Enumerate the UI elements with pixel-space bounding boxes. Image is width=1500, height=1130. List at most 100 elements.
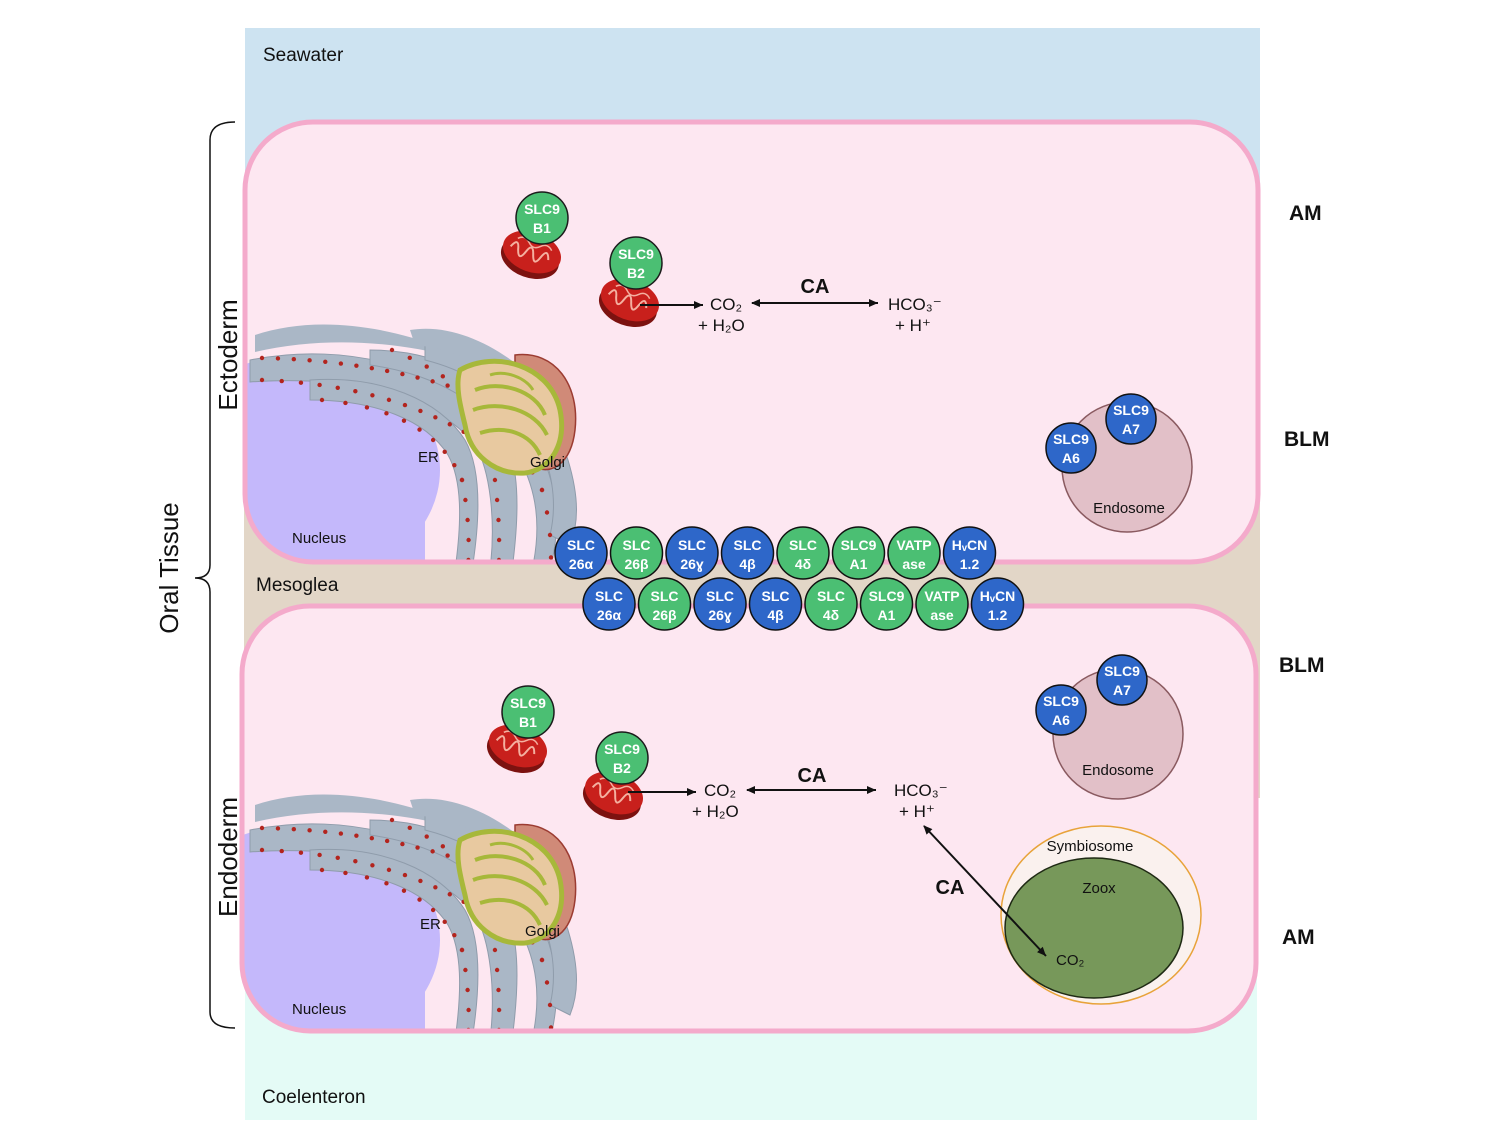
ribosome-dot <box>354 833 359 838</box>
ribosome-dot <box>401 888 407 893</box>
ecto-slc9a7: SLC9 A7 <box>1105 393 1157 445</box>
zoox-co2: CO₂ <box>1056 952 1085 969</box>
ribosome-dot <box>492 477 498 483</box>
svg-text:A7: A7 <box>1113 682 1131 698</box>
endo-transporter-4-line2: 4β <box>767 607 784 623</box>
endo-transporter-8-line2: 1.2 <box>988 607 1008 623</box>
ribosome-dot <box>279 848 284 854</box>
ribosome-dot <box>547 532 553 538</box>
ribosome-dot <box>539 487 545 493</box>
zoox-ca-arrow <box>923 825 1047 957</box>
endo-slc9b1: SLC9 B1 <box>501 685 555 739</box>
endoderm-label: Endoderm <box>213 797 243 917</box>
endo-transporter-6-line2: A1 <box>878 607 896 623</box>
zoox-cell <box>1004 857 1184 999</box>
ribosome-dot <box>353 859 358 864</box>
svg-text:A6: A6 <box>1052 712 1070 728</box>
ribosome-dot <box>440 374 446 379</box>
ribosome-dot <box>424 364 429 369</box>
ribosome-dot <box>386 867 392 873</box>
ecto-co2: CO₂ <box>710 295 742 314</box>
endo-nucleus-label: Nucleus <box>292 1001 346 1018</box>
zoox-label: Zoox <box>1082 880 1116 897</box>
ecto-transporter-4-line2: 4β <box>739 556 756 572</box>
ribosome-dot <box>452 932 457 938</box>
coelenteron-label: Coelenteron <box>262 1087 366 1108</box>
ribosome-dot <box>298 380 304 385</box>
ribosome-dot <box>440 844 446 849</box>
ribosome-dot <box>539 957 545 963</box>
endo-blm-label: BLM <box>1279 654 1325 677</box>
endo-transporter-2-line2: 26β <box>652 607 677 623</box>
ribosome-dot <box>407 355 412 360</box>
ribosome-dot <box>417 897 422 902</box>
ribosome-dot <box>407 825 412 830</box>
svg-text:SLC9: SLC9 <box>604 741 640 757</box>
endo-ca-label: CA <box>798 765 827 787</box>
ribosome-dot <box>544 980 550 985</box>
endo-transporter-7-line1: VATP <box>924 588 959 604</box>
ecto-transporter-1-line1: SLC <box>567 537 595 553</box>
ribosome-dot <box>544 510 550 515</box>
endo-transporter-1-line2: 26α <box>597 607 622 623</box>
ribosome-dot <box>384 368 390 374</box>
ribosome-dot <box>433 415 438 420</box>
ribosome-dot <box>494 497 500 503</box>
endo-am-label: AM <box>1282 926 1315 949</box>
ribosome-dot <box>307 828 312 833</box>
endo-transporter-8-line1: HᵥCN <box>980 588 1015 604</box>
ribosome-dot <box>370 393 375 398</box>
svg-text:SLC9: SLC9 <box>1043 693 1079 709</box>
ectoderm-label: Ectoderm <box>213 299 243 410</box>
ribosome-dot <box>465 517 470 523</box>
endo-slc9a6: SLC9 A6 <box>1035 684 1087 736</box>
mesoglea-label: Mesoglea <box>256 575 339 596</box>
endo-blm-transporter-row: SLC26αSLC26βSLC26ɣSLC4βSLC4δSLC9A1VATPas… <box>582 577 1025 631</box>
ribosome-dot <box>317 852 322 858</box>
ribosome-dot <box>417 427 422 432</box>
ribosome-dot <box>459 947 465 953</box>
endo-co2: CO₂ <box>704 781 736 800</box>
ribosome-dot <box>496 1007 502 1013</box>
oral-tissue-bracket <box>194 121 236 1029</box>
endo-transporter-2: SLC 26β <box>637 577 692 631</box>
ecto-transporter-2-line2: 26β <box>624 556 649 572</box>
ribosome-dot <box>402 872 408 878</box>
ecto-slc9a6: SLC9 A6 <box>1045 422 1097 474</box>
svg-text:SLC9: SLC9 <box>510 695 546 711</box>
ribosome-dot <box>430 379 435 384</box>
symbiosome-label: Symbiosome <box>1047 838 1134 855</box>
ecto-ca-label: CA <box>801 276 830 298</box>
ribosome-dot <box>343 870 348 876</box>
ribosome-dot <box>353 389 358 394</box>
ribosome-dot <box>364 405 370 410</box>
ecto-transporter-7-line2: ase <box>902 556 926 572</box>
svg-text:B1: B1 <box>533 220 551 236</box>
ribosome-dot <box>319 867 325 873</box>
endo-transporter-2-line1: SLC <box>651 588 679 604</box>
ribosome-dot <box>291 357 297 362</box>
endo-transporter-6-line1: SLC9 <box>869 588 905 604</box>
ribosome-dot <box>343 400 348 406</box>
ribosome-dot <box>466 537 471 543</box>
ribosome-dot <box>492 947 498 953</box>
ribosome-dot <box>430 437 436 443</box>
ribosome-dot <box>433 885 438 890</box>
ecto-slc9b1: SLC9 B1 <box>515 191 569 245</box>
ribosome-dot <box>386 397 392 403</box>
ecto-transporter-6-line1: SLC9 <box>841 537 877 553</box>
ribosome-dot <box>259 377 265 383</box>
ribosome-dot <box>335 385 340 391</box>
ribosome-dot <box>447 892 452 897</box>
endo-slc9b2: SLC9 B2 <box>595 731 649 785</box>
ribosome-dot <box>384 411 389 416</box>
